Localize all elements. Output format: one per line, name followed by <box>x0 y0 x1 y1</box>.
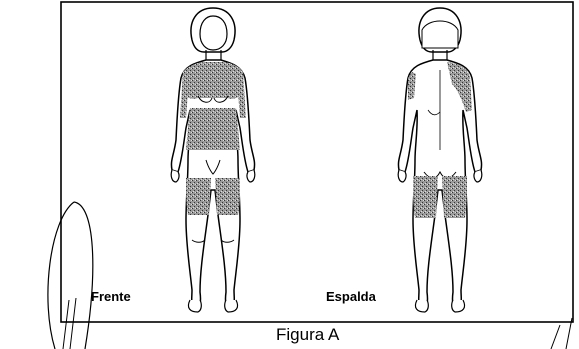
back-label: Espalda <box>326 289 376 304</box>
figure-border <box>61 2 573 322</box>
front-body-figure <box>171 8 255 312</box>
pen-scribble-left <box>48 202 93 349</box>
front-label: Frente <box>91 289 131 304</box>
back-body-figure <box>398 8 482 312</box>
figure-caption: Figura A <box>276 325 339 345</box>
